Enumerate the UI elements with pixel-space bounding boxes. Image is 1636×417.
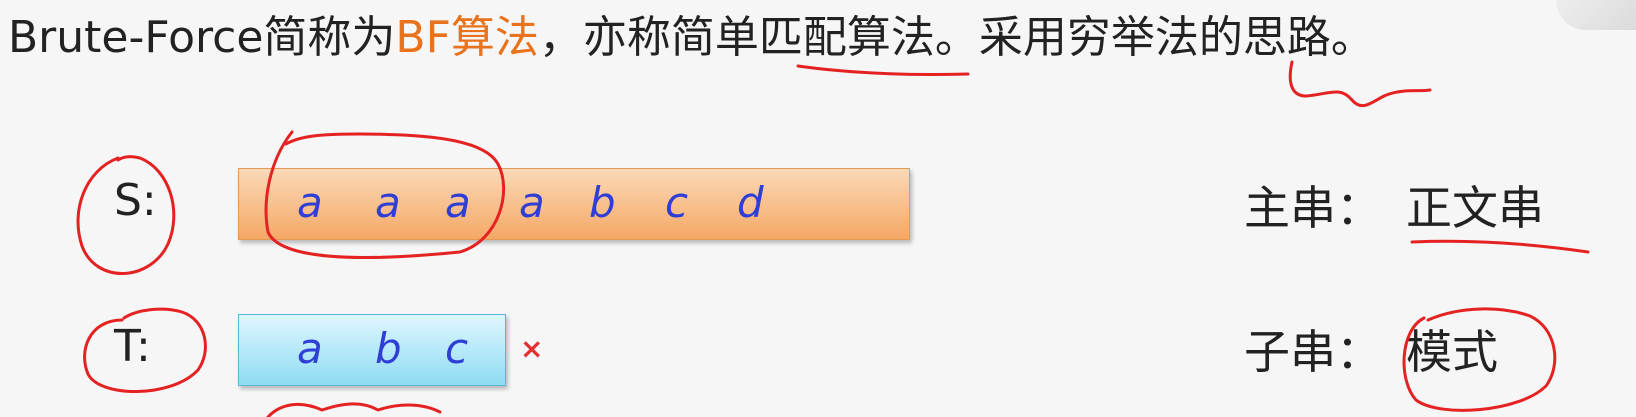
title-text-1: Brute-Force简称为	[8, 12, 396, 63]
s-char: a	[445, 178, 471, 227]
s-char: c	[665, 178, 689, 227]
circle-pattern-value	[1402, 307, 1557, 412]
t-label: T:	[114, 321, 151, 372]
sub-string-label: 子串：	[1244, 325, 1382, 379]
squiggle-under-pattern	[266, 402, 442, 417]
s-label: S:	[114, 175, 157, 226]
underline-simple-match	[796, 64, 970, 77]
circle-matched-prefix	[264, 130, 506, 259]
main-string-label: 主串：	[1244, 181, 1382, 235]
t-char: c	[445, 324, 469, 373]
sub-string-value: 模式	[1406, 325, 1498, 379]
s-char: a	[375, 178, 401, 227]
s-char: a	[297, 178, 323, 227]
s-char: b	[589, 178, 616, 227]
s-char: d	[737, 178, 764, 227]
circle-t-label	[83, 307, 207, 393]
title-text-2: ，亦称简单匹配算法。采用穷举法的思路。	[538, 12, 1375, 63]
mismatch-mark: ×	[520, 332, 544, 365]
pattern-string-bar: a b c	[238, 314, 506, 386]
t-char: a	[297, 324, 323, 373]
squiggle-exhaustive	[1288, 60, 1432, 108]
t-char: b	[375, 324, 402, 373]
title-highlight-bf: BF算法	[395, 12, 539, 63]
slide-title: Brute-Force简称为BF算法，亦称简单匹配算法。采用穷举法的思路。	[8, 8, 1375, 68]
main-string-bar: a a a a b c d	[238, 168, 910, 240]
circle-s-label	[76, 155, 176, 275]
main-string-value: 正文串	[1406, 181, 1544, 235]
s-char: a	[519, 178, 545, 227]
slide-corner-decoration	[1556, 0, 1636, 30]
underline-text-string	[1410, 239, 1590, 254]
